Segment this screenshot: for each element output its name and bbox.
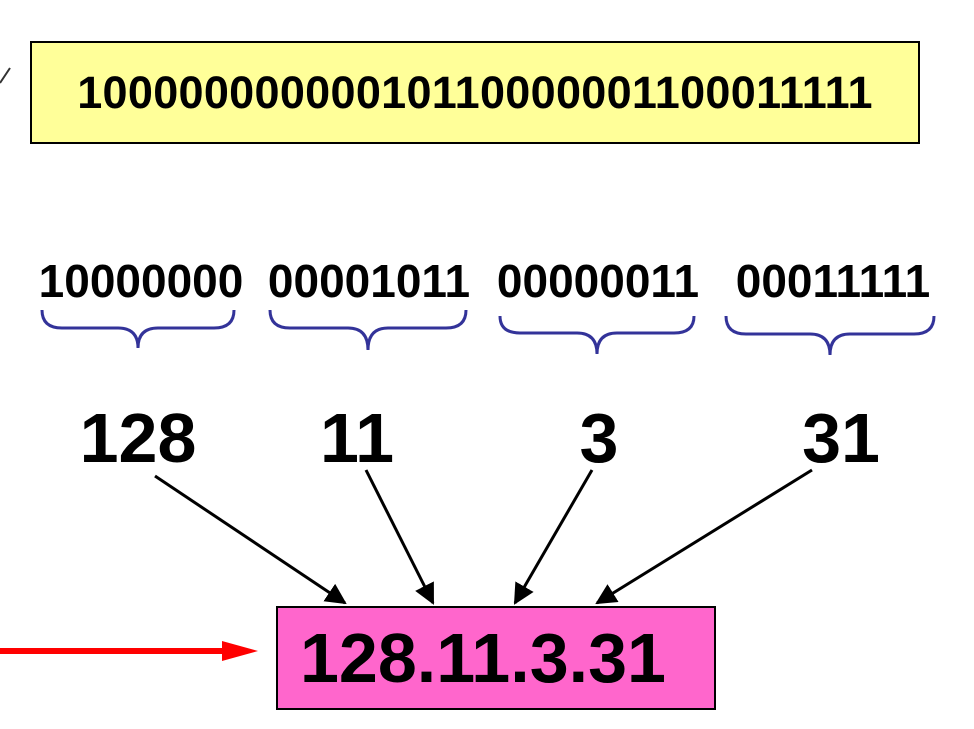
octet-3-binary: 00000011: [496, 255, 700, 307]
binary-address-box: 10000000000010110000001100011111: [30, 41, 920, 144]
arrow-3: [513, 469, 594, 605]
arrow-31: [595, 468, 813, 605]
octet-2-binary: 00001011: [267, 255, 471, 307]
decimal-11: 11: [320, 399, 394, 477]
arrow-11: [364, 469, 435, 605]
octet-4-binary: 00011111: [735, 255, 931, 307]
binary-address-text: 10000000000010110000001100011111: [77, 66, 873, 118]
decimal-128: 128: [79, 399, 197, 477]
octet-3-brace: [498, 315, 696, 355]
red-pointer-head: [222, 641, 258, 661]
decimal-31: 31: [802, 399, 880, 477]
dotted-decimal-text: 128.11.3.31: [300, 619, 666, 697]
arrow-128: [154, 474, 347, 605]
octet-2-brace: [268, 309, 468, 351]
edge-fragment: [0, 67, 11, 84]
decimal-3: 3: [579, 399, 619, 477]
dotted-decimal-box: 128.11.3.31: [276, 606, 716, 710]
octet-1-binary: 10000000: [38, 255, 244, 307]
octet-1-brace: [40, 309, 236, 349]
octet-4-brace: [724, 315, 936, 356]
